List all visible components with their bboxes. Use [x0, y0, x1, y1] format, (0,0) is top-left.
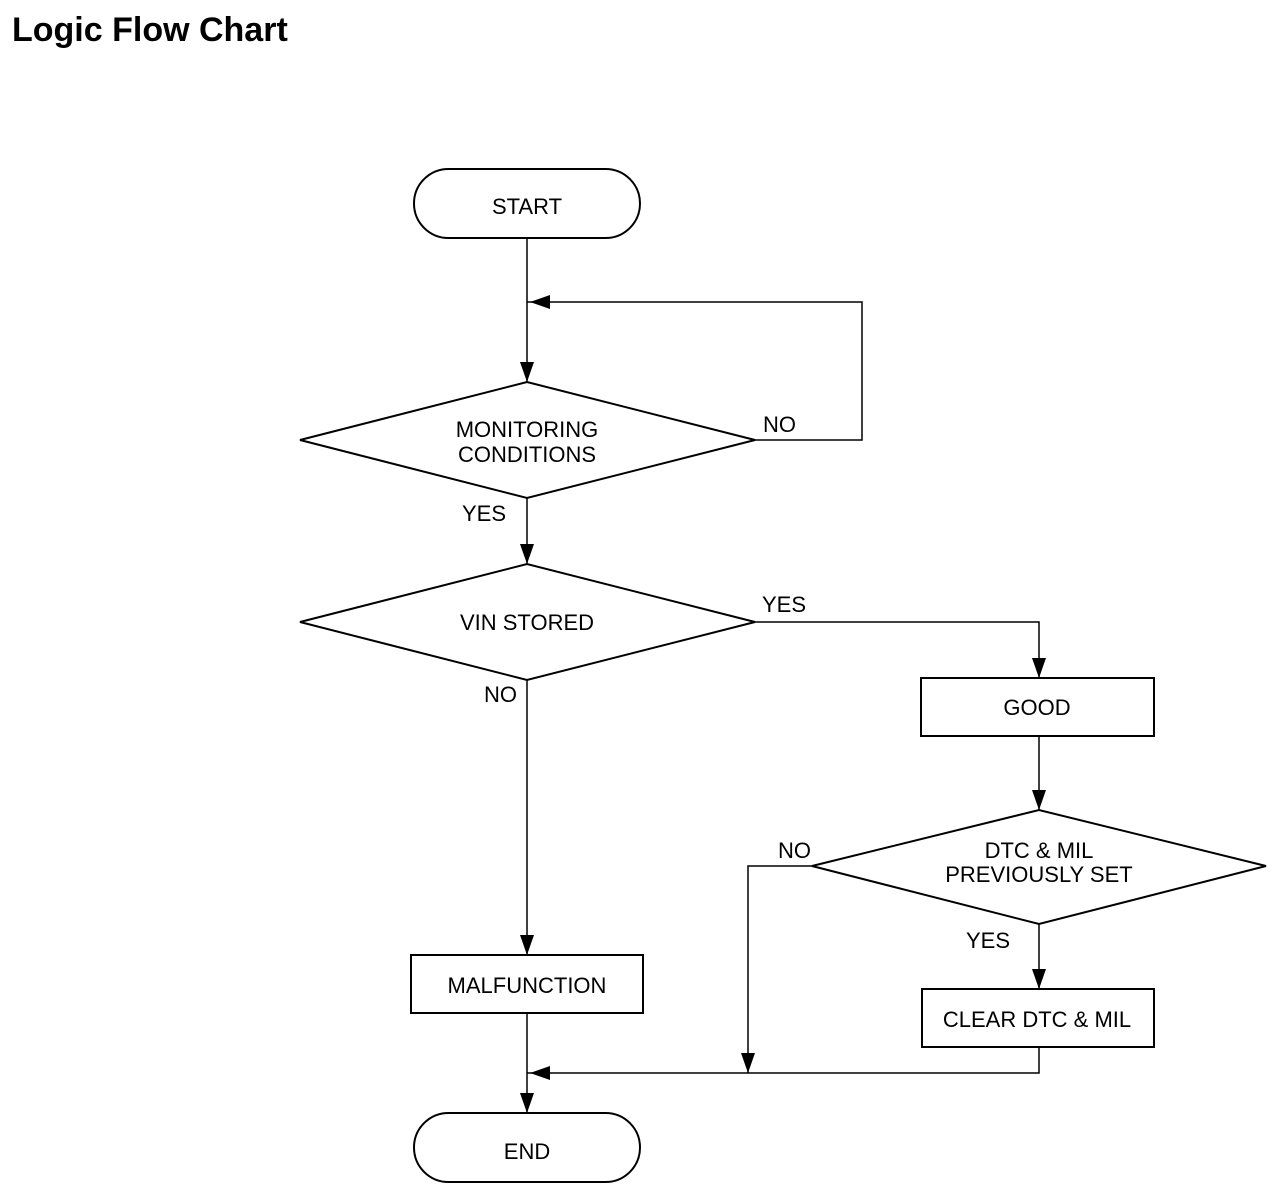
edge-label-monitoring-no: NO [763, 412, 796, 437]
edge-label-vin-yes: YES [762, 592, 806, 617]
arrow-dtc-no-down [741, 1053, 755, 1073]
monitoring-conditions-decision [299, 380, 756, 500]
clear-dtc-label: CLEAR DTC & MIL [943, 1007, 1131, 1032]
clear-dtc-box [921, 988, 1155, 1048]
connector-monitoring-no-loop [527, 301, 863, 441]
page-title: Logic Flow Chart [12, 11, 288, 49]
vin-stored-decision [299, 562, 756, 682]
malfunction-label: MALFUNCTION [448, 973, 607, 998]
arrow-into-good [1032, 658, 1046, 678]
connector-clear-to-merge [527, 1047, 1040, 1074]
connector-vin-yes-to-good [755, 621, 1040, 678]
arrow-into-clear [1032, 969, 1046, 989]
monitoring-label-line1: MONITORING [456, 417, 599, 442]
arrow-loop-return [530, 295, 550, 309]
arrow-into-monitoring [520, 362, 534, 382]
good-label: GOOD [1003, 695, 1070, 720]
connector-dtc-no-to-merge [747, 865, 812, 1073]
arrow-into-vin [520, 544, 534, 564]
start-label: START [492, 194, 562, 219]
dtc-label-line2: PREVIOUSLY SET [945, 862, 1132, 887]
malfunction-box [410, 954, 644, 1014]
end-label: END [504, 1139, 550, 1164]
start-terminal [413, 168, 641, 239]
edge-label-dtc-yes: YES [966, 928, 1010, 953]
vin-stored-label: VIN STORED [460, 610, 594, 635]
edge-label-vin-no: NO [484, 682, 517, 707]
edge-label-dtc-no: NO [778, 838, 811, 863]
arrow-into-malfunction [520, 935, 534, 955]
good-box [920, 677, 1155, 737]
arrow-merge-left [530, 1066, 550, 1080]
edge-label-monitoring-yes: YES [462, 501, 506, 526]
arrow-into-end [520, 1093, 534, 1113]
monitoring-label-line2: CONDITIONS [458, 442, 596, 467]
dtc-label-line1: DTC & MIL [985, 838, 1094, 863]
arrow-into-dtc [1032, 790, 1046, 810]
dtc-mil-decision [811, 808, 1267, 926]
end-terminal [413, 1112, 641, 1183]
